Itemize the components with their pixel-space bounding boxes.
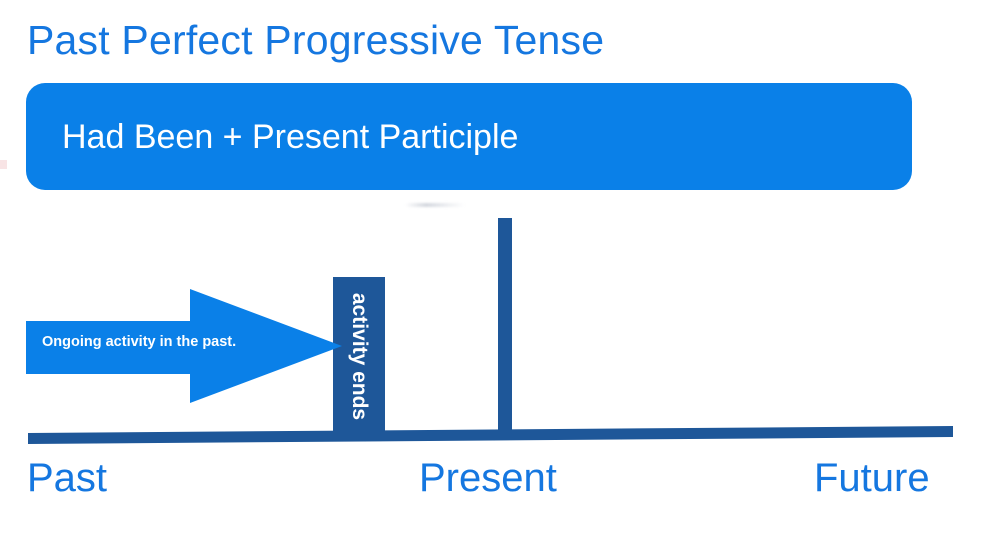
artifact-speck-grey bbox=[405, 203, 465, 207]
timeline-axis bbox=[28, 426, 953, 444]
axis-label-past: Past bbox=[27, 456, 108, 500]
axis-label-present: Present bbox=[419, 456, 557, 500]
formula-text: Had Been + Present Participle bbox=[62, 118, 519, 156]
ongoing-activity-label: Ongoing activity in the past. bbox=[42, 334, 237, 350]
axis-label-future: Future bbox=[814, 456, 930, 500]
formula-box: Had Been + Present Participle bbox=[26, 83, 912, 190]
present-moment-marker bbox=[498, 218, 512, 433]
artifact-speck-pink bbox=[0, 160, 7, 169]
ongoing-activity-arrow: Ongoing activity in the past. bbox=[26, 289, 342, 403]
page-title: Past Perfect Progressive Tense bbox=[27, 17, 605, 63]
activity-ends-marker: activity ends bbox=[333, 277, 385, 436]
